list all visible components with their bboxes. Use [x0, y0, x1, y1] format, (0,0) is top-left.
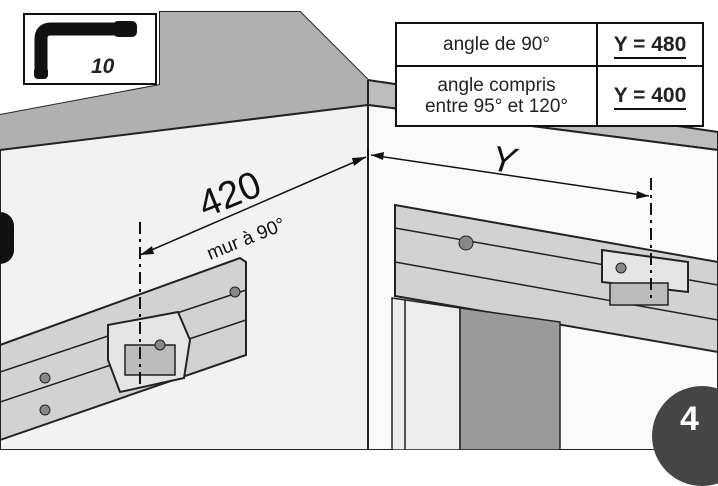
left-rail-screw-3 [39, 404, 51, 416]
hex-key-icon [34, 21, 137, 79]
left-bracket-clip [124, 344, 176, 376]
curtain-panel-dark [459, 307, 561, 450]
dim-left-arrow-line [139, 156, 367, 256]
curtain-panel [391, 297, 461, 450]
side-tab-marker [0, 212, 14, 264]
spec-condition-line-2: entre 95° et 120° [424, 96, 569, 117]
left-rail-screw-1 [229, 286, 241, 298]
dim-left-arrowhead-left [140, 246, 154, 255]
right-bracket [601, 248, 689, 294]
tool-badge: 10 [23, 13, 157, 85]
left-rail-screw-2 [39, 372, 51, 384]
spec-row-90: angle de 90° Y = 480 [395, 22, 704, 67]
tool-size-label: 10 [91, 55, 115, 78]
spec-condition-90: angle de 90° [395, 22, 598, 67]
spec-table: angle de 90° Y = 480 angle compris entre… [395, 22, 704, 127]
dim-right-arrowhead-right [636, 191, 649, 199]
step-number: 4 [680, 400, 699, 438]
dim-right-arrow-line [370, 154, 650, 197]
spec-value-90-text: Y = 480 [613, 32, 687, 59]
spec-value-90: Y = 480 [596, 22, 704, 67]
right-bracket-screw [615, 262, 627, 274]
spec-condition-line-1: angle compris [437, 75, 556, 96]
right-rail-groove-2 [394, 261, 718, 321]
dim-right-arrowhead-left [371, 152, 384, 160]
left-bracket-screw [154, 339, 166, 351]
right-bracket-clip [609, 282, 669, 306]
spec-condition-95-120: angle compris entre 95° et 120° [395, 65, 598, 127]
dim-left-arrowhead-right [352, 157, 366, 166]
spec-row-95-120: angle compris entre 95° et 120° Y = 400 [395, 65, 704, 127]
right-rail-screw [458, 235, 474, 251]
spec-value-95-120-text: Y = 400 [613, 84, 687, 110]
spec-value-95-120: Y = 400 [596, 65, 704, 127]
